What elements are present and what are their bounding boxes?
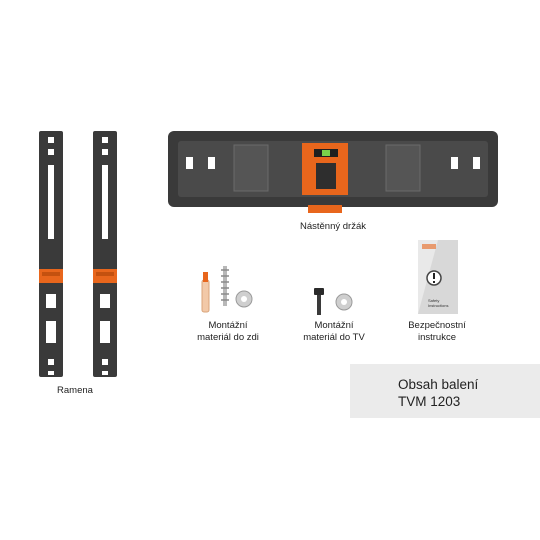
- safety-leaflet-line2: Instructions: [428, 303, 449, 308]
- safety-leaflet-line1: Safety: [428, 298, 440, 303]
- title-line2: TVM 1203: [398, 394, 461, 409]
- tv-material-label: Montážní materiál do TV: [289, 320, 379, 344]
- wall-material-image: [201, 266, 253, 313]
- safety-leaflet-text: Safety Instructions: [428, 298, 458, 308]
- title-panel: Obsah balení TVM 1203: [350, 364, 540, 418]
- tv-material-image: [314, 288, 353, 315]
- safety-label-line2: instrukce: [417, 332, 456, 343]
- tv-material-label-line2: materiál do TV: [303, 332, 365, 343]
- title-line1: Obsah balení: [398, 377, 479, 392]
- tv-material-label-line1: Montážní: [314, 320, 354, 331]
- safety-leaflet-image: [418, 240, 458, 314]
- arms-label: Ramena: [57, 385, 93, 396]
- arm-left-image: [39, 131, 63, 377]
- wall-bracket-label: Nástěnný držák: [299, 221, 366, 232]
- wall-material-label-line2: materiál do zdi: [197, 332, 259, 343]
- safety-label: Bezpečnostní instrukce: [392, 320, 482, 344]
- wall-material-label: Montážní materiál do zdi: [178, 320, 278, 344]
- safety-label-line1: Bezpečnostní: [408, 320, 466, 331]
- wall-bracket-image: [168, 131, 498, 213]
- wall-material-label-line1: Montážní: [208, 320, 248, 331]
- arm-right-image: [93, 131, 117, 377]
